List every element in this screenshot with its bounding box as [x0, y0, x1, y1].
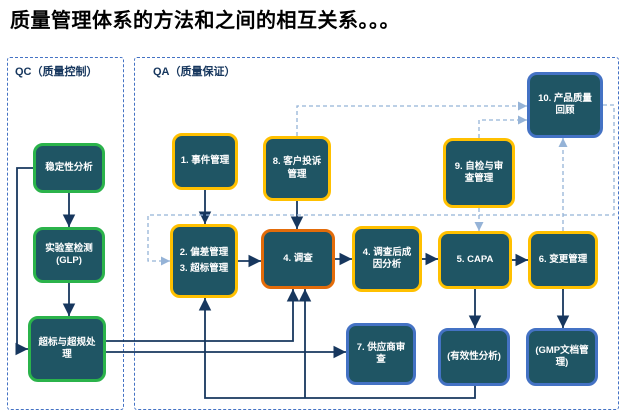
node-label: 稳定性分析: [45, 161, 93, 173]
node-product-quality-review: 10. 产品质量回顾: [527, 72, 603, 138]
node-capa: 5. CAPA: [438, 231, 512, 289]
node-label: 超标与超规处理: [38, 336, 96, 360]
node-deviation-oos-mgmt: 2. 偏差管理 3. 超标管理: [170, 224, 238, 298]
page-title: 质量管理体系的方法和之间的相互关系。。。: [10, 10, 400, 32]
node-self-inspection: 9. 自检与审查管理: [443, 138, 515, 208]
node-label: 8. 客户投诉管理: [272, 156, 322, 180]
node-oos-handling: 超标与超规处理: [28, 316, 106, 382]
node-label-deviation: 2. 偏差管理: [179, 247, 229, 259]
node-label: (GMP文档管理): [535, 344, 589, 368]
node-gmp-doc-mgmt: (GMP文档管理): [526, 328, 598, 386]
node-customer-complaints: 8. 客户投诉管理: [263, 136, 331, 201]
node-label: 6. 变更管理: [538, 253, 588, 265]
node-label: (有效性分析): [447, 350, 501, 362]
qc-group: QC（质量控制）: [7, 57, 124, 410]
node-lab-testing-glp: 实验室检测(GLP): [33, 227, 105, 283]
qc-group-label: QC（质量控制）: [15, 66, 98, 78]
node-investigation: 4. 调查: [261, 229, 335, 289]
node-label: 7. 供应商审查: [356, 341, 406, 365]
node-label: 4. 调查后成因分析: [362, 246, 412, 270]
node-supplier-audit: 7. 供应商审查: [346, 323, 416, 385]
node-stability-analysis: 稳定性分析: [33, 143, 105, 193]
node-incident-mgmt: 1. 事件管理: [172, 133, 238, 190]
node-change-mgmt: 6. 变更管理: [528, 231, 598, 289]
node-label: 5. CAPA: [456, 253, 494, 265]
node-label: 1. 事件管理: [180, 155, 230, 167]
node-label-oos: 3. 超标管理: [179, 262, 229, 274]
node-post-investigation-analysis: 4. 调查后成因分析: [352, 226, 422, 292]
node-label: 9. 自检与审查管理: [454, 160, 504, 184]
node-effectiveness-analysis: (有效性分析): [438, 328, 510, 386]
qa-group-label: QA（质量保证）: [153, 66, 236, 78]
qa-group: QA（质量保证）: [134, 57, 619, 410]
node-label: 10. 产品质量回顾: [538, 92, 592, 116]
node-label: 实验室检测(GLP): [45, 242, 93, 266]
node-label: 4. 调查: [283, 252, 313, 264]
